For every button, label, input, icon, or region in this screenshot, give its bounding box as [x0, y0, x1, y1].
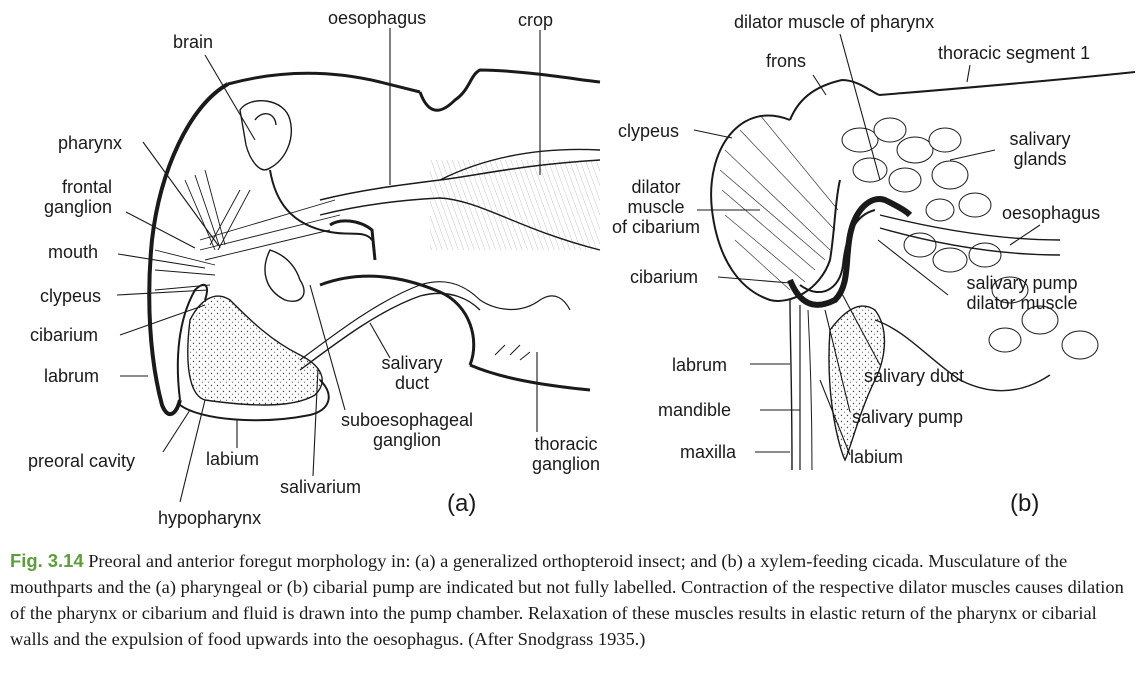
caption-text: Preoral and anterior foregut morphology …	[10, 551, 1124, 649]
salivary-pump-shape	[828, 305, 886, 462]
panel-a-drawing	[116, 28, 601, 503]
head-capsule	[147, 82, 229, 416]
label-suboesophageal-ganglion: suboesophageal ganglion	[340, 410, 474, 450]
label-oesophagus-a: oesophagus	[328, 8, 427, 28]
label-dilator-muscle-cibarium: dilator muscle of cibarium	[611, 177, 701, 237]
label-salivary-duct-a: salivary duct	[381, 353, 443, 393]
label-labium-a: labium	[206, 449, 260, 469]
label-salivary-duct-b: salivary duct	[864, 366, 965, 386]
panel-tag-a: (a)	[447, 490, 477, 517]
label-labrum-a: labrum	[44, 366, 100, 386]
label-labium-b: labium	[850, 447, 904, 467]
label-mandible: mandible	[658, 400, 732, 420]
label-salivarium: salivarium	[280, 477, 362, 497]
label-preoral-cavity: preoral cavity	[28, 451, 136, 471]
label-labrum-b: labrum	[672, 355, 728, 375]
salivary-glands-shape	[841, 117, 1099, 360]
label-frons: frons	[766, 51, 807, 71]
label-maxilla: maxilla	[680, 442, 737, 462]
salivary-duct-line	[299, 281, 571, 361]
label-frontal-ganglion: frontal ganglion	[43, 177, 112, 217]
panel-b-drawing	[693, 33, 1136, 471]
label-clypeus-a: clypeus	[40, 286, 102, 306]
clypeus-shape	[710, 114, 841, 302]
label-mouth: mouth	[48, 242, 99, 262]
anatomy-drawing	[116, 28, 1136, 503]
label-salivary-pump: salivary pump	[852, 407, 964, 427]
label-cibarium-b: cibarium	[630, 267, 699, 287]
label-oesophagus-b: oesophagus	[1002, 203, 1101, 223]
caption-fig-label: Fig. 3.14	[10, 550, 84, 571]
label-salivary-pump-dilator: salivary pump dilator muscle	[966, 273, 1078, 313]
hypopharynx-shape	[187, 295, 323, 406]
label-dilator-muscle-pharynx: dilator muscle of pharynx	[734, 12, 935, 32]
label-crop: crop	[518, 10, 554, 30]
labrum-shape	[176, 283, 208, 401]
label-salivary-glands: salivary glands	[1009, 129, 1071, 169]
label-clypeus-b: clypeus	[618, 121, 680, 141]
label-thoracic-ganglion: thoracic ganglion	[531, 434, 601, 474]
label-cibarium-a: cibarium	[30, 325, 99, 345]
panel-tag-b: (b)	[1010, 490, 1040, 517]
figure-caption: Fig. 3.14 Preoral and anterior foregut m…	[10, 548, 1140, 652]
label-brain: brain	[173, 32, 214, 52]
brain-shape	[239, 100, 292, 171]
figure: oesophagus crop brain pharynx frontal ga…	[28, 8, 1136, 528]
label-hypopharynx: hypopharynx	[158, 508, 262, 528]
label-pharynx: pharynx	[58, 133, 123, 153]
label-thoracic-segment-1: thoracic segment 1	[938, 43, 1091, 63]
